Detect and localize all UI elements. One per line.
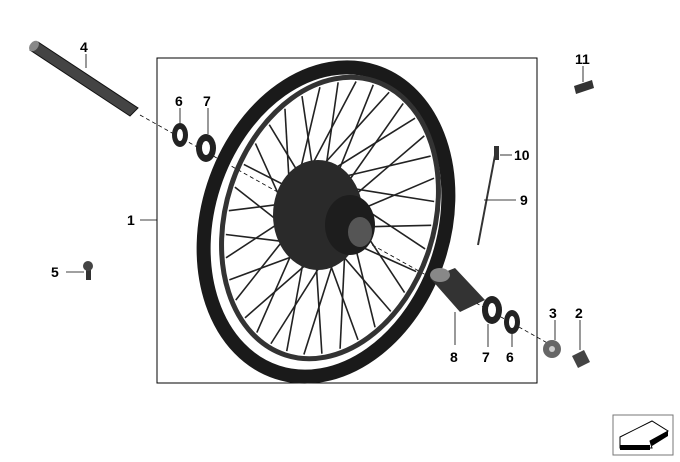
back-arrow-icon[interactable] (612, 414, 674, 456)
callout-10: 10 (514, 147, 530, 163)
callout-4: 4 (80, 39, 88, 55)
callout-6: 6 (175, 93, 183, 109)
callout-1: 1 (127, 212, 135, 228)
callout-7: 7 (203, 93, 211, 109)
part-spoke (477, 149, 497, 246)
callout-11: 11 (575, 51, 590, 67)
part-spoke-nipple (494, 146, 499, 160)
callout-8: 8 (450, 349, 458, 365)
callout-7: 7 (482, 349, 490, 365)
part-wheel (196, 60, 456, 384)
callout-3: 3 (549, 305, 557, 321)
callout-6: 6 (506, 349, 514, 365)
part-weight (574, 80, 594, 94)
assembly-frame (156, 57, 538, 384)
wheel-spoke (341, 102, 404, 191)
part-axle (29, 40, 139, 117)
part-valve (83, 261, 93, 280)
callout-9: 9 (520, 192, 528, 208)
part-bolt (572, 350, 590, 368)
wheel-spoke (333, 84, 375, 182)
callout-5: 5 (51, 264, 59, 280)
part-spacer (430, 268, 485, 312)
wheel-spoke (347, 135, 425, 202)
callout-2: 2 (575, 305, 583, 321)
